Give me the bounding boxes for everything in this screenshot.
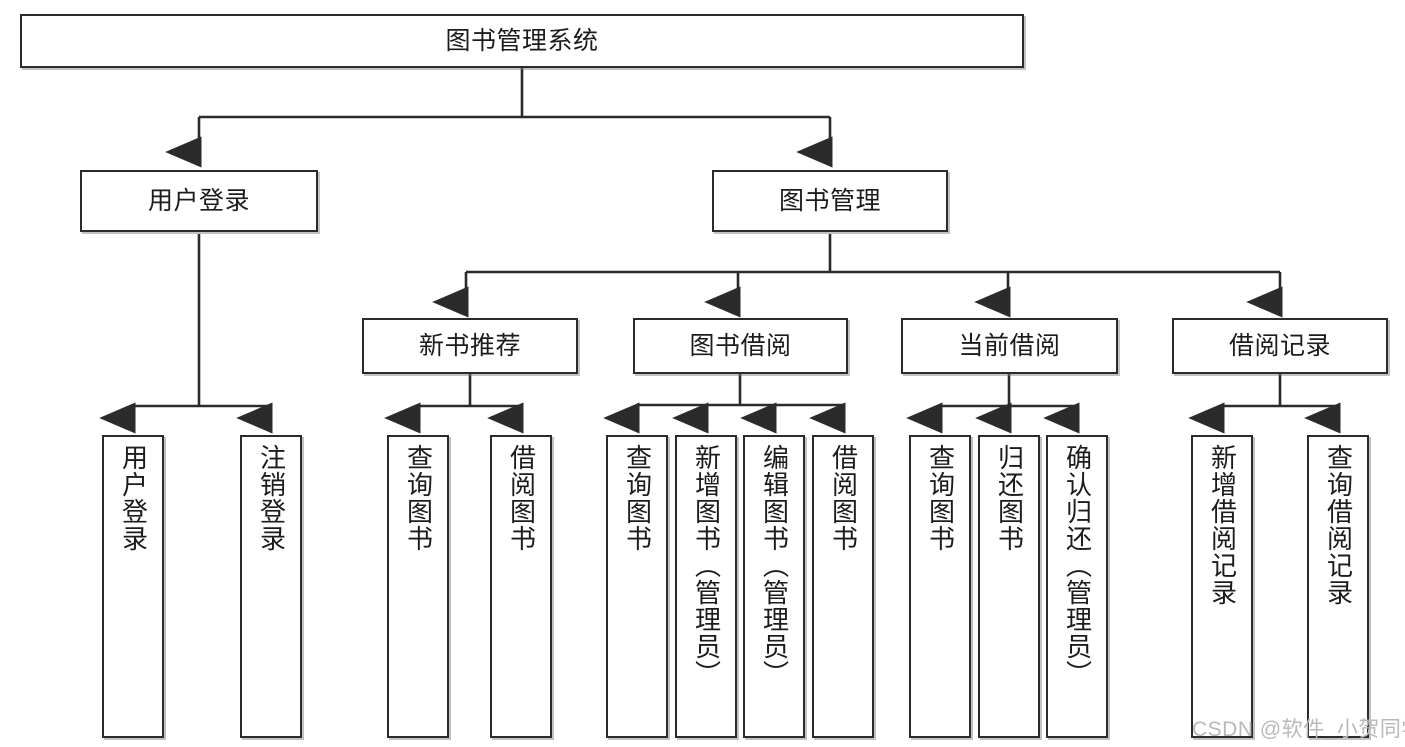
node-label: 图书管理系统	[445, 27, 599, 55]
node-label: 编辑图书（管理员）	[759, 444, 790, 687]
node-leaf-edit-book[interactable]: 编辑图书（管理员）	[743, 435, 805, 738]
node-label: 查询借阅记录	[1323, 444, 1354, 606]
node-leaf-query-book-borrow[interactable]: 查询图书	[606, 435, 668, 738]
node-label: 查询图书	[403, 444, 434, 552]
node-book-borrow[interactable]: 图书借阅	[633, 318, 848, 374]
node-label: 用户登录	[147, 187, 250, 215]
node-borrow-record[interactable]: 借阅记录	[1172, 318, 1388, 374]
node-label: 当前借阅	[958, 332, 1061, 360]
node-leaf-borrow-book[interactable]: 借阅图书	[812, 435, 874, 738]
node-leaf-add-book[interactable]: 新增图书（管理员）	[675, 435, 737, 738]
node-leaf-query-book-current[interactable]: 查询图书	[909, 435, 971, 738]
node-leaf-return-book[interactable]: 归还图书	[978, 435, 1040, 738]
node-label: 查询图书	[622, 444, 653, 552]
node-label: 确认归还（管理员）	[1062, 444, 1093, 687]
node-label: 归还图书	[994, 444, 1025, 552]
node-current-borrow[interactable]: 当前借阅	[901, 318, 1118, 374]
node-label: 用户登录	[118, 444, 149, 552]
node-leaf-user-logout[interactable]: 注销登录	[240, 435, 302, 738]
node-book-manage[interactable]: 图书管理	[712, 170, 948, 232]
node-label: 注销登录	[256, 444, 287, 552]
node-new-book-recommend[interactable]: 新书推荐	[362, 318, 578, 374]
node-label: 查询图书	[925, 444, 956, 552]
node-label: 新增借阅记录	[1207, 444, 1238, 606]
node-leaf-confirm-return[interactable]: 确认归还（管理员）	[1046, 435, 1108, 738]
node-leaf-borrow-book-recommend[interactable]: 借阅图书	[490, 435, 552, 738]
node-leaf-query-record[interactable]: 查询借阅记录	[1307, 435, 1369, 738]
node-label: 借阅图书	[828, 444, 859, 552]
node-user-login[interactable]: 用户登录	[80, 170, 318, 232]
node-label: 借阅图书	[506, 444, 537, 552]
watermark-text: CSDN @软件_小贺同学	[1192, 718, 1405, 741]
node-label: 图书借阅	[689, 332, 792, 360]
node-root-book-management-system[interactable]: 图书管理系统	[20, 14, 1024, 68]
node-label: 新书推荐	[418, 332, 521, 360]
node-leaf-user-login[interactable]: 用户登录	[102, 435, 164, 738]
node-label: 图书管理	[778, 187, 881, 215]
node-leaf-query-book-recommend[interactable]: 查询图书	[387, 435, 449, 738]
node-label: 借阅记录	[1228, 332, 1331, 360]
node-leaf-add-record[interactable]: 新增借阅记录	[1191, 435, 1253, 738]
node-label: 新增图书（管理员）	[691, 444, 722, 687]
